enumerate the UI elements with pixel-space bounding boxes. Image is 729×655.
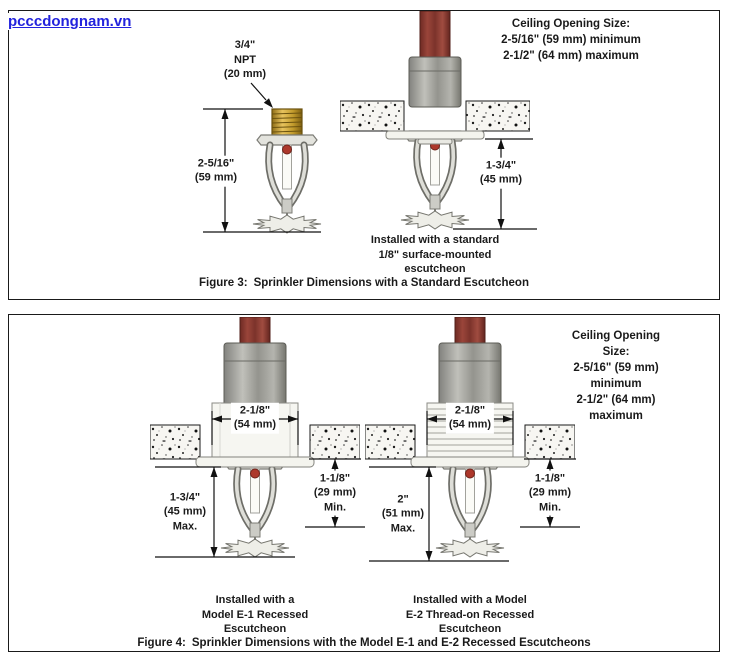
installed-note-e2: Installed with a Model E-2 Thread-on Rec… <box>405 594 535 636</box>
figure4-caption: Figure 4: Sprinkler Dimensions with the M… <box>9 637 719 649</box>
watermark-link[interactable]: pcccdongnam.vn <box>5 13 135 30</box>
npt-leader-arrow <box>250 82 273 108</box>
figure4-caption-label: Figure 4: <box>137 637 186 649</box>
ceiling-opening-title: Ceiling Opening Size: <box>571 330 661 359</box>
ceiling-opening-note-fig3: Ceiling Opening Size: 2-5/16" (59 mm) mi… <box>501 16 641 64</box>
figure4-panel: Ceiling Opening Size: 2-5/16" (59 mm) mi… <box>8 314 720 652</box>
e2-dim-label-max: 2" (51 mm) Max. <box>378 491 428 537</box>
dim-label-sprinkler-height: 2-5/16" (59 mm) <box>191 155 241 187</box>
figure4-caption-text: Sprinkler Dimensions with the Model E-1 … <box>191 637 591 649</box>
e2-threadon-assembly-illustration <box>365 317 575 563</box>
e1-dim-label-max: 1-3/4" (45 mm) Max. <box>160 489 210 535</box>
figure3-caption-text: Sprinkler Dimensions with a Standard Esc… <box>253 277 529 289</box>
e2-dim-label-min: 1-1/8" (29 mm) Min. <box>525 470 575 516</box>
ceiling-opening-max: 2-1/2" (64 mm) maximum <box>503 50 639 63</box>
dim-label-drop: 1-3/4" (45 mm) <box>476 157 526 189</box>
ceiling-opening-min: 2-5/16" (59 mm) minimum <box>573 362 659 391</box>
e1-dim-label-width: 2-1/8" (54 mm) <box>230 402 280 434</box>
figure3-caption: Figure 3: Sprinkler Dimensions with a Sta… <box>9 277 719 289</box>
standard-escutcheon-assembly-illustration <box>340 11 530 233</box>
bare-sprinkler-illustration <box>247 108 327 235</box>
ceiling-opening-min: 2-5/16" (59 mm) minimum <box>501 34 641 47</box>
e2-dim-label-width: 2-1/8" (54 mm) <box>445 402 495 434</box>
figure3-caption-label: Figure 3: <box>199 277 248 289</box>
ceiling-opening-max: 2-1/2" (64 mm) maximum <box>576 394 656 423</box>
npt-label: 3/4" NPT (20 mm) <box>223 39 267 81</box>
e1-dim-label-min: 1-1/8" (29 mm) Min. <box>310 470 360 516</box>
ceiling-opening-note-fig4: Ceiling Opening Size: 2-5/16" (59 mm) mi… <box>565 328 668 425</box>
ceiling-opening-title: Ceiling Opening Size: <box>511 18 631 30</box>
installed-note-e1: Installed with a Model E-1 Recessed Escu… <box>201 594 309 636</box>
installed-note-fig3: Installed with a standard 1/8" surface-m… <box>370 234 500 276</box>
figure3-panel: Ceiling Opening Size: 2-5/16" (59 mm) mi… <box>8 10 720 300</box>
